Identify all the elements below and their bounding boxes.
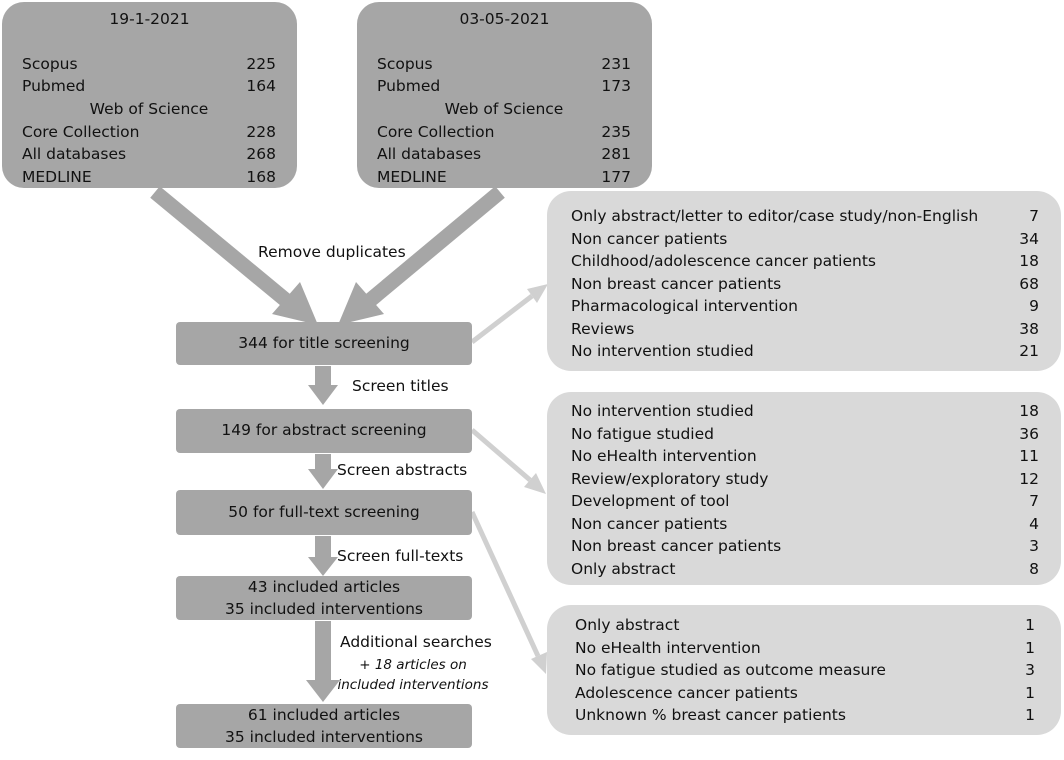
- merge-arrow-left: [150, 186, 318, 325]
- exclusion-arrow-1: [470, 284, 548, 344]
- remove-duplicates-label: Remove duplicates: [258, 243, 406, 261]
- exclusion-row: Only abstract/letter to editor/case stud…: [571, 207, 1039, 225]
- step-line: 61 included articles: [247, 706, 401, 724]
- merge-arrow-right: [338, 186, 505, 325]
- additional-note-line2: included interventions: [337, 677, 489, 693]
- step-line: 149 for abstract screening: [221, 421, 427, 439]
- additional-searches-label: Additional searches: [340, 633, 492, 651]
- database-heading-wos: Web of Science: [89, 100, 209, 118]
- down-arrow-2: [308, 454, 338, 489]
- exclusion-arrow-2: [470, 428, 546, 494]
- step-line: 43 included articles: [247, 578, 401, 596]
- screen-titles-label: Screen titles: [352, 377, 449, 395]
- database-date: 03-05-2021: [459, 10, 550, 28]
- step-line: 344 for title screening: [238, 334, 410, 352]
- database-heading-wos: Web of Science: [444, 100, 564, 118]
- database-date: 19-1-2021: [109, 10, 190, 28]
- down-arrow-1: [308, 366, 338, 405]
- step-line: 35 included interventions: [225, 728, 423, 746]
- down-arrow-3: [308, 536, 338, 576]
- exclusion-box-title: Only abstract/letter to editor/case stud…: [547, 191, 1061, 371]
- step-included-final: 61 included articles 35 included interve…: [176, 704, 472, 748]
- step-included-1: 43 included articles 35 included interve…: [176, 576, 472, 620]
- exclusion-arrow-3: [469, 510, 547, 674]
- step-fulltext-screening: 50 for full-text screening: [176, 490, 472, 535]
- screen-fulltexts-label: Screen full-texts: [337, 547, 464, 565]
- screen-abstracts-label: Screen abstracts: [337, 461, 468, 479]
- down-arrow-4: [306, 621, 340, 702]
- step-abstract-screening: 149 for abstract screening: [176, 409, 472, 453]
- step-line: 35 included interventions: [225, 600, 423, 618]
- step-line: 50 for full-text screening: [228, 503, 420, 521]
- additional-note-line1: + 18 articles on: [359, 657, 467, 673]
- step-title-screening: 344 for title screening: [176, 322, 472, 365]
